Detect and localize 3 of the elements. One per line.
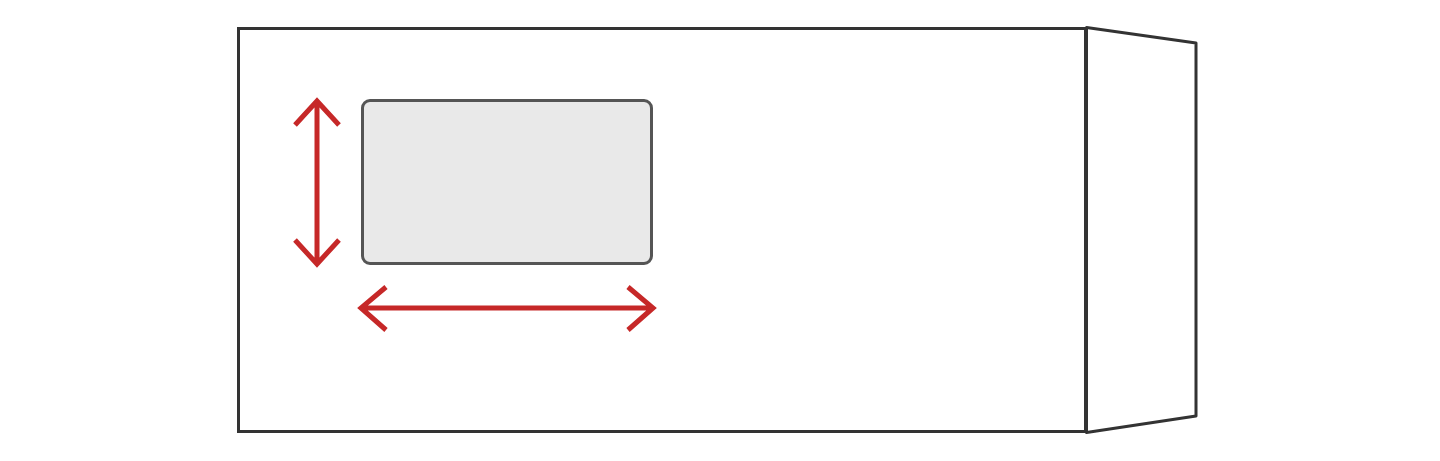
envelope-body	[237, 27, 1087, 433]
envelope-flap	[1085, 26, 1198, 434]
address-window	[361, 99, 653, 265]
